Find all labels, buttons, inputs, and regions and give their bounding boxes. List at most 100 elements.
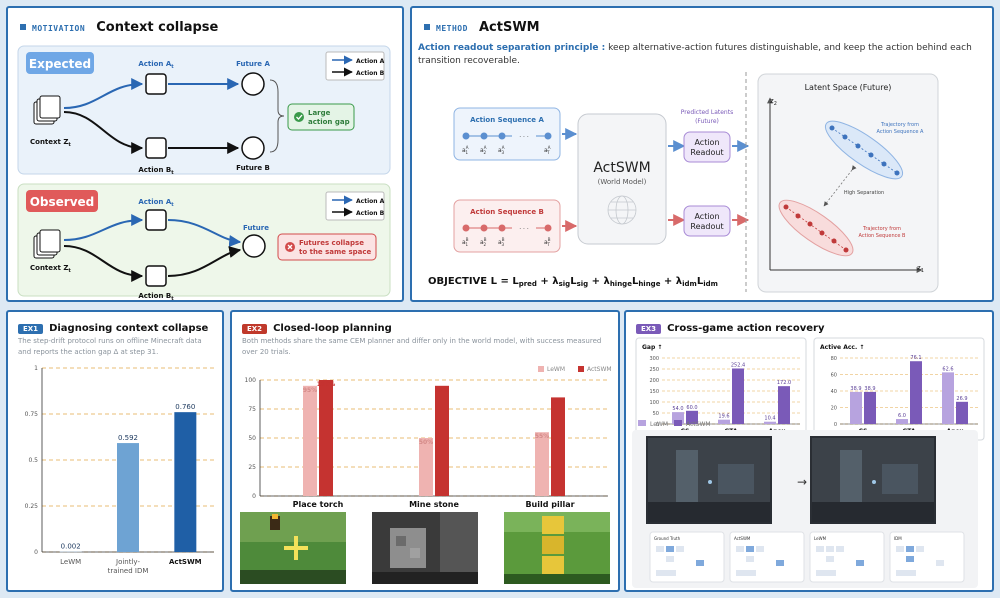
ex1-category-label: ActSWM [169, 558, 202, 566]
observed-action-a-node [145, 209, 167, 231]
latent-space-title: Latent Space (Future) [805, 83, 892, 92]
ex3-gameplay-figure: LeWM ActSWM → Ground Truth ActS [632, 420, 978, 588]
ex3-bar [864, 391, 876, 424]
objective-formula: OBJECTIVE L = Lpred + λsigLsig + λhingeL… [428, 276, 718, 288]
method-header: METHOD ActSWM [424, 16, 540, 35]
ex1-title: Diagnosing context collapse [49, 323, 209, 334]
readout-a-line1: Action [694, 138, 719, 147]
expected-legend-a: Action A [356, 58, 385, 65]
expected-legend-b: Action B [356, 70, 385, 77]
observed-context-stack-icon [33, 229, 61, 259]
ex3-bar [764, 421, 776, 424]
ex3-bar [850, 391, 862, 424]
ex3-value-label: 252.4 [731, 362, 745, 368]
ex3-legend-actswm: ActSWM [686, 421, 711, 428]
ex1-ytick-label: 0.75 [25, 411, 39, 418]
ex3-value-label: 172.0 [777, 380, 791, 386]
method-tag: METHOD [436, 24, 468, 33]
motivation-title: Context collapse [96, 20, 219, 35]
ex3-bar [896, 419, 908, 424]
gamepad-ground-truth-label: Ground Truth [654, 536, 681, 541]
expected-future-b-label: Future B [236, 164, 270, 172]
gamepad-actswm-label: ActSWM [734, 536, 751, 541]
ex3-title: Cross-game action recovery [667, 323, 825, 334]
method-principle: Action readout separation principle : ke… [418, 42, 978, 68]
ex1-value-label: 0.760 [175, 403, 195, 411]
ex2-value-label: 95% [303, 387, 317, 394]
ex2-value-label: 85% [551, 398, 565, 405]
observed-result-line1: Futures collapse [299, 239, 364, 247]
sequence-b-box [453, 199, 561, 253]
ex2-value-label: 100% [317, 381, 336, 388]
ex2-pill: EX2 [242, 323, 268, 334]
ex3-ytick-label: 100 [649, 400, 659, 406]
ex2-header: EX2 Closed-loop planning [242, 318, 392, 337]
readout-a-box [683, 131, 731, 163]
observed-arrow-a [63, 214, 144, 241]
expected-box [17, 45, 391, 175]
motivation-panel: MOTIVATION Context collapse Expected Con… [6, 6, 404, 302]
gameplay-frame-after [810, 436, 936, 524]
ex3-ytick-label: 80 [831, 356, 837, 362]
ex2-bar [435, 385, 449, 496]
axis-y-label: z2 [770, 97, 777, 107]
latent-space-box [757, 73, 939, 293]
svg-text:· · ·: · · · [519, 226, 529, 233]
ex2-category-label: Mine stone [409, 500, 459, 509]
ex3-ytick-label: 300 [649, 356, 659, 362]
ex3-bar [778, 386, 790, 424]
observed-legend [325, 191, 385, 221]
ex2-legend-label: ActSWM [587, 366, 612, 373]
ex1-category-label: LeWM [60, 558, 81, 566]
gameplay-frame-before [646, 436, 772, 524]
expected-future-a-label: Future A [236, 60, 270, 68]
screenshot-mine-stone [372, 512, 478, 584]
trajectory-a-line1: Trajectory from [880, 122, 919, 128]
trajectory-b-line1: Trajectory from [862, 226, 901, 232]
ex1-pill: EX1 [18, 323, 44, 334]
expected-legend [325, 51, 385, 81]
expected-result-line1: Large [308, 109, 331, 117]
expected-badge-label: Expected [29, 57, 91, 71]
motivation-tag: MOTIVATION [32, 24, 86, 33]
ex2-legend-swatch [538, 366, 544, 372]
observed-action-b-node [145, 265, 167, 287]
ex1-category-label: Jointly- [115, 558, 140, 566]
ex2-ytick-label: 50 [248, 435, 256, 442]
principle-text: keep alternative-action futures distingu… [418, 43, 972, 66]
high-separation-label: High Separation [844, 190, 884, 196]
ex3-value-label: 60.0 [686, 405, 697, 411]
sequence-a-label: Action Sequence A [470, 116, 544, 124]
observed-arrow-future-b [167, 246, 242, 277]
gamepad-panels: Ground Truth ActSWM LeWM IDM [649, 531, 965, 583]
expected-action-a-label: Action At [138, 60, 174, 70]
expected-action-b-label: Action Bt [138, 166, 174, 176]
ex3-ytick-label: 150 [649, 389, 659, 395]
ex2-title: Closed-loop planning [273, 323, 392, 334]
ex3-legend: LeWM ActSWM [638, 420, 711, 428]
observed-badge-label: Observed [30, 195, 95, 209]
observed-result-box [277, 233, 377, 261]
predicted-latents-sub: (Future) [695, 118, 719, 125]
observed-arrow-b [63, 245, 144, 282]
expected-brace [269, 79, 285, 153]
observed-badge [26, 190, 98, 212]
ex3-bar [942, 372, 954, 424]
ex2-bar [319, 380, 333, 496]
ex3-value-label: 10.4 [764, 416, 775, 422]
method-title: ActSWM [479, 20, 540, 35]
ex3-value-label: 38.9 [850, 386, 861, 392]
ex3-bar [718, 419, 730, 424]
screenshot-place-torch [240, 512, 346, 584]
section-marker-icon [20, 23, 26, 30]
ex2-bar [535, 432, 549, 496]
ex1-ytick-label: 0 [34, 549, 38, 556]
readout-b-line2: Readout [690, 222, 723, 231]
world-model-box [577, 113, 667, 245]
ex3-ytick-label: 0 [656, 422, 659, 428]
